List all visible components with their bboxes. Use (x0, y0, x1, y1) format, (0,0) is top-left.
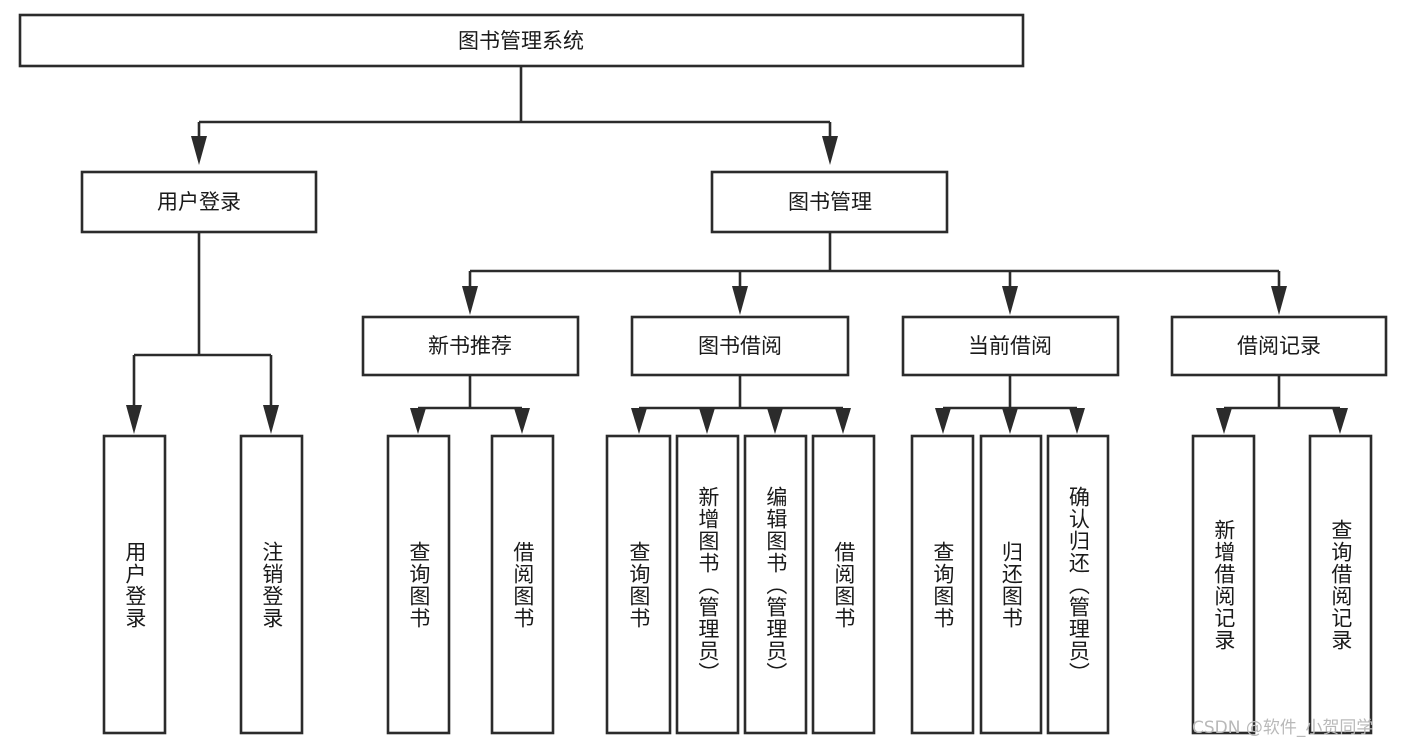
node-book-manage[interactable]: 图书管理 (710, 170, 949, 234)
node-borrow-record[interactable]: 借阅记录 (1170, 315, 1388, 377)
connector-group (126, 66, 1348, 434)
node-new-book-recommend-label: 新书推荐 (428, 334, 512, 358)
node-borrow-record-label: 借阅记录 (1237, 334, 1321, 358)
leaf-box-group (102, 434, 1373, 735)
arrow-to-userlogin (191, 136, 207, 165)
node-new-book-recommend-box[interactable] (361, 315, 580, 377)
leaf-box-add-book[interactable] (675, 434, 740, 735)
node-book-manage-label: 图书管理 (788, 190, 872, 214)
arrow-to-leaf-query-book-1 (410, 408, 426, 434)
leaf-box-query-book-1[interactable] (386, 434, 451, 735)
node-current-borrow[interactable]: 当前借阅 (901, 315, 1120, 377)
arrow-to-leaf-add-book (699, 408, 715, 434)
node-book-borrow-box[interactable] (630, 315, 850, 377)
arrow-to-leaf-query-book-3 (935, 408, 951, 434)
leaf-box-user-logout[interactable] (239, 434, 304, 735)
leaf-box-edit-book[interactable] (743, 434, 808, 735)
leaf-box-user-login[interactable] (102, 434, 167, 735)
arrow-to-leaf-user-login (126, 405, 142, 434)
node-current-borrow-box[interactable] (901, 315, 1120, 377)
node-book-borrow[interactable]: 图书借阅 (630, 315, 850, 377)
arrow-to-leaf-user-logout (263, 405, 279, 434)
node-book-borrow-label: 图书借阅 (698, 334, 782, 358)
arrow-to-borrow-record (1271, 286, 1287, 315)
node-current-borrow-label: 当前借阅 (968, 334, 1052, 358)
arrow-to-leaf-confirm-return (1069, 408, 1085, 434)
node-user-login[interactable]: 用户登录 (80, 170, 318, 234)
leaf-box-add-record[interactable] (1191, 434, 1256, 735)
arrow-to-new-book-recommend (462, 286, 478, 315)
arrow-to-book-borrow (732, 286, 748, 315)
leaf-box-confirm-return[interactable] (1046, 434, 1110, 735)
arrow-to-bookmanage (822, 136, 838, 165)
arrow-to-current-borrow (1002, 286, 1018, 315)
leaf-box-return-book[interactable] (979, 434, 1043, 735)
node-root-box[interactable] (18, 13, 1025, 68)
arrow-to-leaf-edit-book (767, 408, 783, 434)
leaf-box-query-record[interactable] (1308, 434, 1373, 735)
leaf-box-query-book-3[interactable] (910, 434, 975, 735)
leaf-box-borrow-book-2[interactable] (811, 434, 876, 735)
arrow-to-leaf-query-book-2 (631, 408, 647, 434)
arrow-to-leaf-query-record (1332, 408, 1348, 434)
node-borrow-record-box[interactable] (1170, 315, 1388, 377)
arrow-to-leaf-borrow-book-2 (835, 408, 851, 434)
arrow-to-leaf-return-book (1002, 408, 1018, 434)
node-user-login-label: 用户登录 (157, 190, 241, 214)
arrow-to-leaf-add-record (1216, 408, 1232, 434)
node-new-book-recommend[interactable]: 新书推荐 (361, 315, 580, 377)
node-root-label: 图书管理系统 (458, 29, 584, 53)
arrow-to-leaf-borrow-book-1 (514, 408, 530, 434)
leaf-box-borrow-book-1[interactable] (490, 434, 555, 735)
node-book-manage-box[interactable] (710, 170, 949, 234)
node-user-login-box[interactable] (80, 170, 318, 234)
node-root[interactable]: 图书管理系统 (18, 13, 1025, 68)
csdn-watermark: CSDN @软件_小贺同学 (1192, 718, 1374, 738)
leaf-box-query-book-2[interactable] (605, 434, 672, 735)
